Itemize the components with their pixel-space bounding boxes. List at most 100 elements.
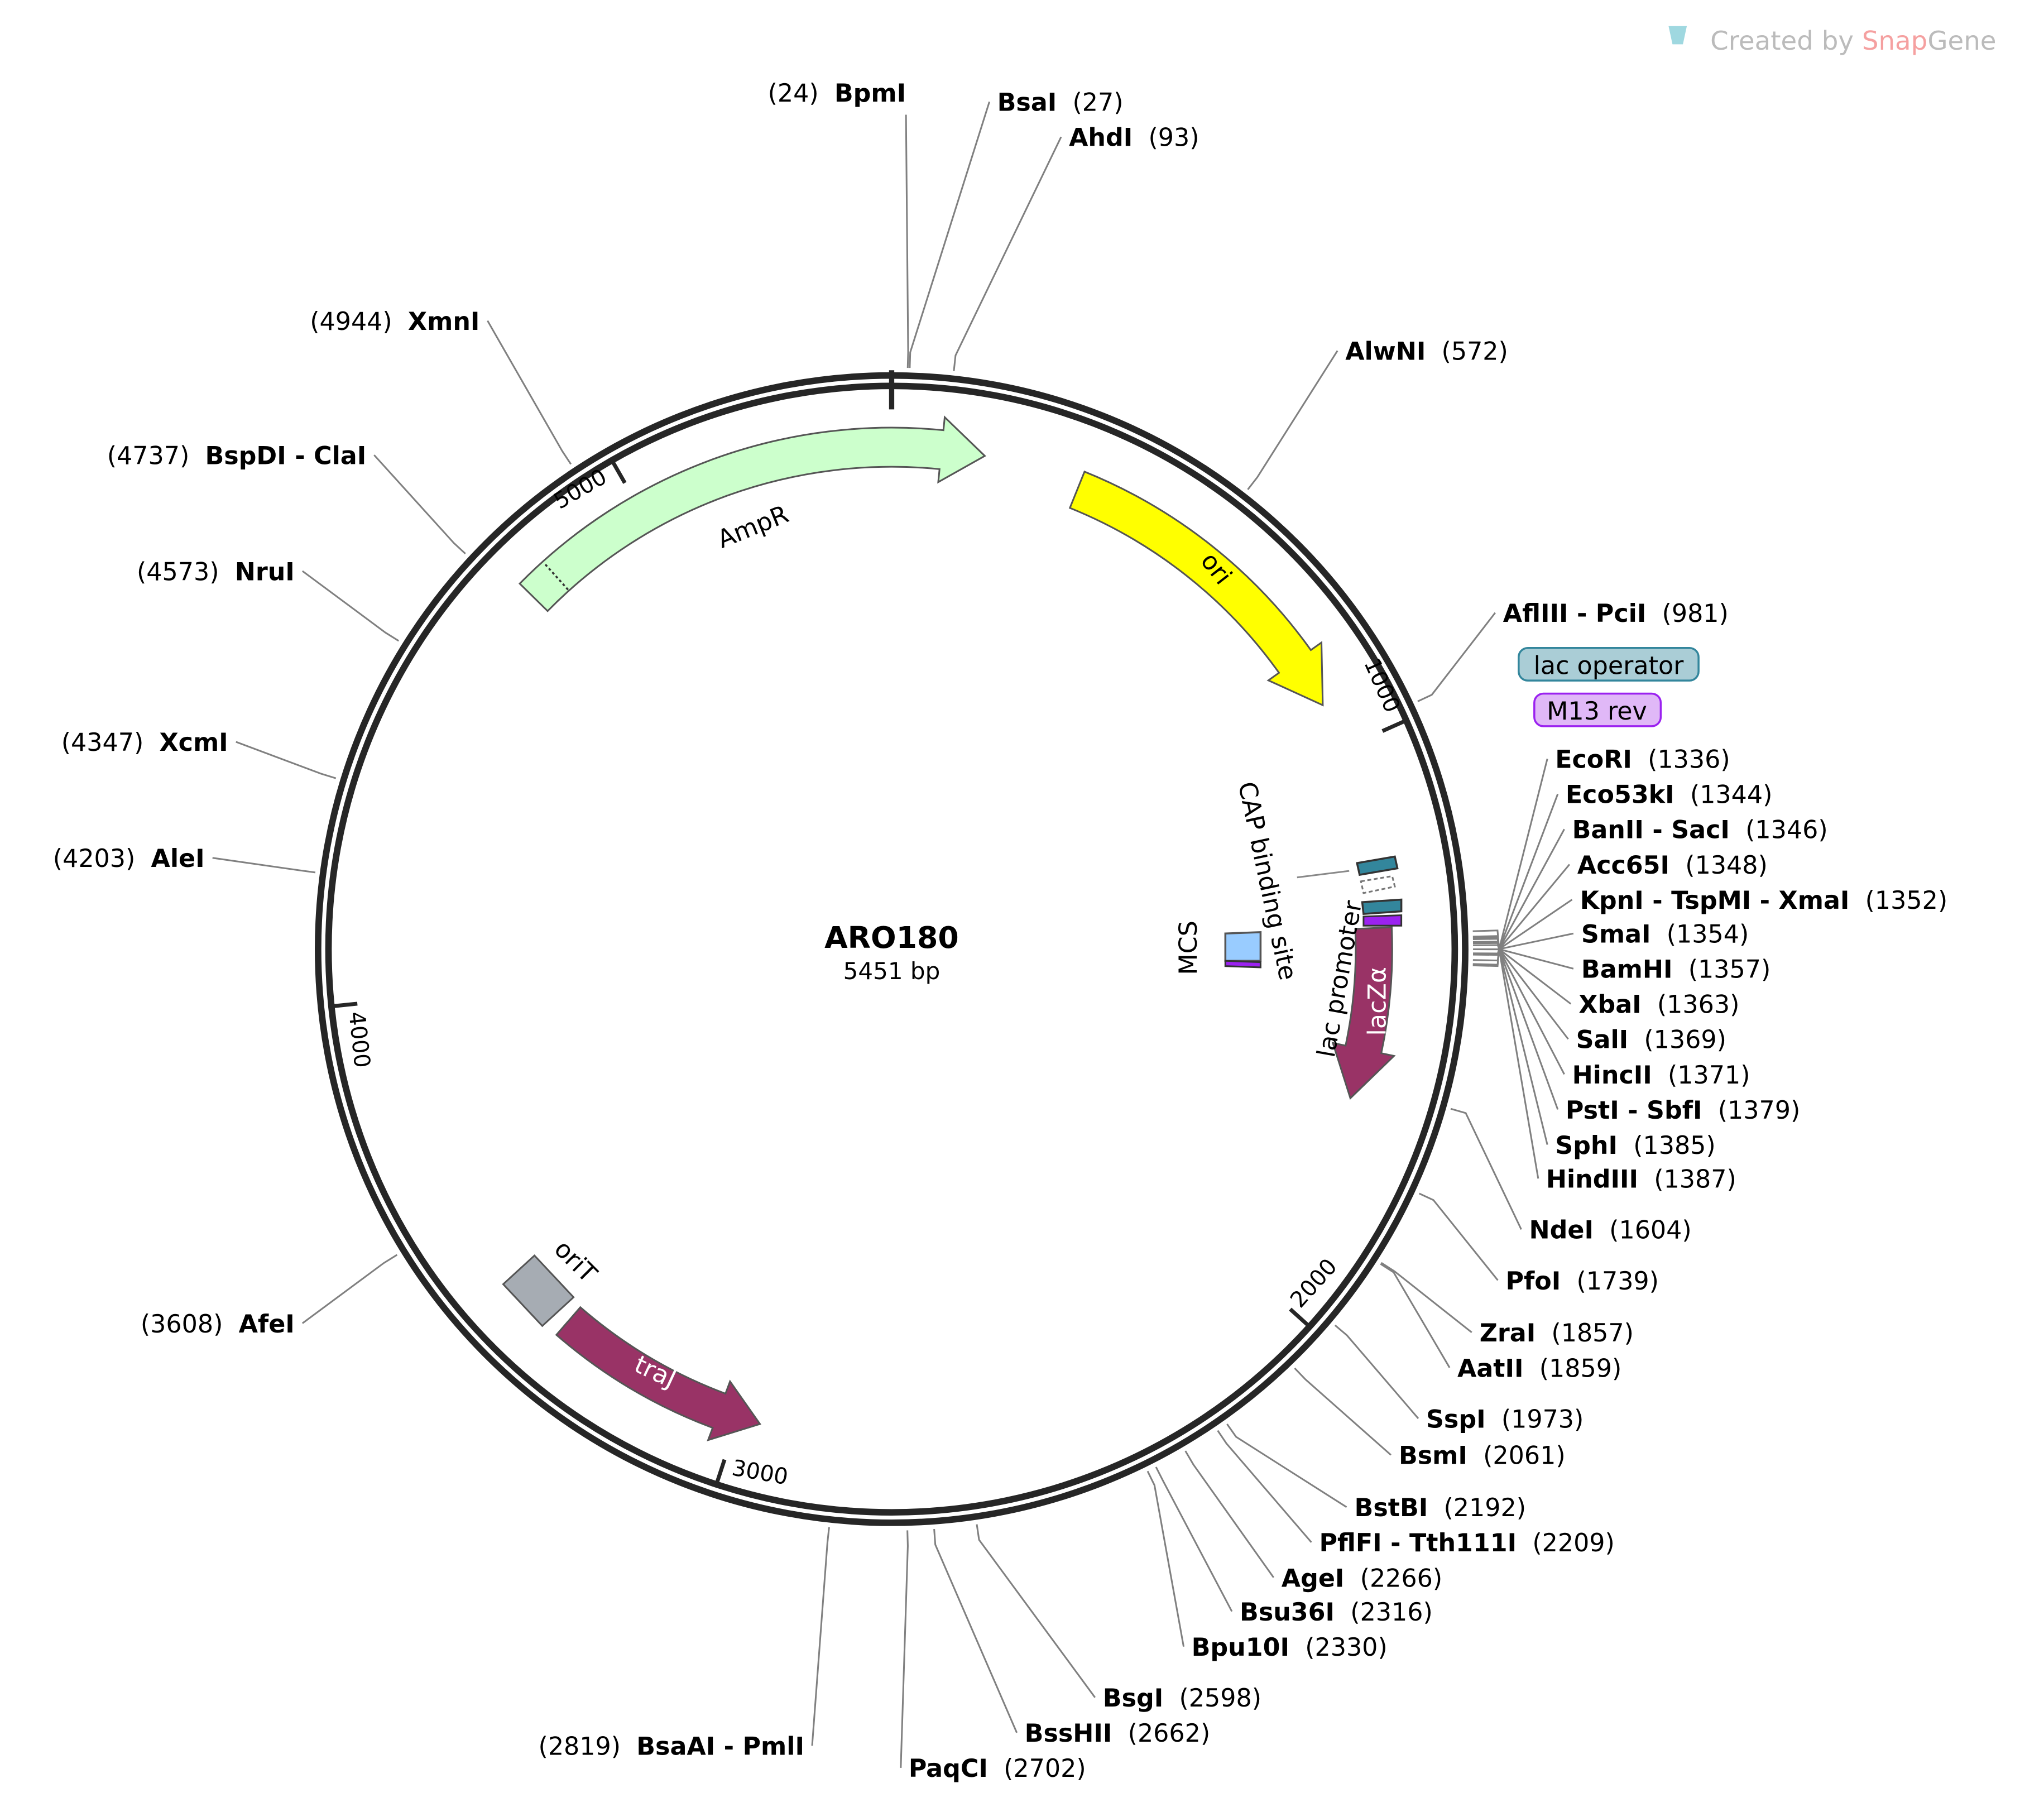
enzyme-site-label[interactable]: (4944) XmnI bbox=[310, 308, 479, 336]
feature-label-AmpR[interactable]: AmpR bbox=[713, 500, 793, 554]
enzyme-site-label[interactable]: Acc65I (1348) bbox=[1577, 851, 1768, 880]
enzyme-position-value: 1369 bbox=[1654, 1026, 1717, 1055]
enzyme-position-value: 572 bbox=[1451, 338, 1499, 366]
feature-lacZa-arrow[interactable] bbox=[1331, 926, 1396, 1100]
feature-lac-operator-box[interactable] bbox=[1356, 855, 1399, 876]
feature-traJ-arrow[interactable] bbox=[555, 1306, 761, 1441]
enzyme-site-label[interactable]: (4203) AleI bbox=[53, 845, 205, 873]
enzyme-site-label[interactable]: AatII (1859) bbox=[1457, 1354, 1621, 1383]
enzyme-site-label[interactable]: ZraI (1857) bbox=[1480, 1319, 1634, 1348]
enzyme-site-label[interactable]: (4573) NruI bbox=[137, 558, 295, 586]
enzyme-position-value: 4944 bbox=[320, 308, 383, 336]
enzyme-site-label[interactable]: AhdI (93) bbox=[1069, 124, 1199, 152]
snapgene-watermark: Created by SnapGene bbox=[1668, 26, 1997, 56]
enzyme-position: (1385) bbox=[1633, 1132, 1716, 1160]
feature-AmpR-arrow[interactable] bbox=[519, 415, 986, 612]
enzyme-position: (2702) bbox=[1004, 1755, 1086, 1783]
M13-rev-label-box[interactable] bbox=[1533, 692, 1662, 727]
enzyme-site-label[interactable]: (24) BpmI bbox=[768, 79, 906, 108]
enzyme-site-label[interactable]: Eco53kI (1344) bbox=[1566, 781, 1773, 809]
enzyme-name: BpmI bbox=[834, 79, 906, 108]
feature-lac-promoter-arrow[interactable] bbox=[1360, 875, 1396, 894]
enzyme-position: (1857) bbox=[1551, 1319, 1634, 1348]
feature-label-lacZa[interactable]: lacZα bbox=[1364, 967, 1392, 1036]
enzyme-name: AlwNI bbox=[1345, 338, 1426, 366]
feature-CAP-binding-site-box[interactable] bbox=[1361, 898, 1403, 916]
enzyme-site-label[interactable]: AlwNI (572) bbox=[1345, 338, 1508, 366]
enzyme-position-value: 2266 bbox=[1370, 1564, 1433, 1593]
enzyme-leader-line bbox=[1247, 350, 1338, 490]
M13-rev-label[interactable]: M13 rev bbox=[1547, 697, 1647, 726]
enzyme-site-label[interactable]: (4737) BspDI - ClaI bbox=[107, 442, 367, 470]
enzyme-site-label[interactable]: SmaI (1354) bbox=[1581, 921, 1749, 949]
enzyme-site-label[interactable]: PaqCI (2702) bbox=[909, 1755, 1086, 1783]
enzyme-site-label[interactable]: (4347) XcmI bbox=[61, 728, 228, 757]
feature-M13-rev-box[interactable] bbox=[1362, 914, 1403, 927]
enzyme-site-label[interactable]: BanII - SacI (1346) bbox=[1572, 816, 1828, 845]
enzyme-site-label[interactable]: AgeI (2266) bbox=[1282, 1564, 1442, 1593]
feature-oriT-box[interactable] bbox=[502, 1254, 575, 1327]
svg-text:Created by SnapGene: Created by SnapGene bbox=[1710, 26, 1996, 56]
enzyme-leader-line bbox=[1334, 1324, 1419, 1419]
enzyme-leader-line bbox=[212, 857, 316, 874]
enzyme-name: PaqCI bbox=[909, 1755, 988, 1783]
enzyme-site-label[interactable]: BsgI (2598) bbox=[1103, 1684, 1261, 1713]
enzyme-position-value: 1363 bbox=[1667, 991, 1730, 1019]
enzyme-name: XmnI bbox=[408, 308, 480, 336]
plasmid-name: ARO180 bbox=[824, 920, 959, 955]
enzyme-leader-line bbox=[976, 1524, 1096, 1698]
enzyme-leader-line bbox=[1472, 948, 1559, 1110]
enzyme-site-label[interactable]: KpnI - TspMI - XmaI (1352) bbox=[1580, 886, 1948, 915]
enzyme-leader-lines bbox=[212, 101, 1574, 1768]
enzyme-site-label[interactable]: PflFI - Tth111I (2209) bbox=[1319, 1529, 1614, 1557]
enzyme-leader-line bbox=[1472, 793, 1559, 950]
enzyme-name: ZraI bbox=[1480, 1319, 1536, 1348]
enzyme-site-label[interactable]: HincII (1371) bbox=[1572, 1061, 1750, 1090]
enzyme-site-label[interactable]: XbaI (1363) bbox=[1578, 991, 1739, 1019]
enzyme-position-value: 1739 bbox=[1586, 1267, 1649, 1296]
enzyme-position-value: 27 bbox=[1082, 89, 1114, 117]
lac-operator-label-box[interactable] bbox=[1518, 646, 1700, 682]
enzyme-site-label[interactable]: NdeI (1604) bbox=[1529, 1216, 1691, 1245]
enzyme-leader-line bbox=[1146, 1470, 1185, 1647]
enzyme-position: (2209) bbox=[1532, 1529, 1615, 1557]
enzyme-leader-line bbox=[487, 320, 572, 465]
tick-mark bbox=[334, 1001, 358, 1008]
enzyme-name: SmaI bbox=[1581, 921, 1651, 949]
enzyme-position: (1336) bbox=[1648, 746, 1730, 774]
tick-label: 2000 bbox=[1285, 1254, 1342, 1313]
enzyme-position: (1739) bbox=[1576, 1267, 1659, 1296]
enzyme-position: (981) bbox=[1662, 600, 1729, 628]
enzyme-site-label[interactable]: Bpu10I (2330) bbox=[1192, 1633, 1388, 1662]
enzyme-site-label[interactable]: SphI (1385) bbox=[1555, 1132, 1716, 1160]
feature-MCS-box[interactable] bbox=[1224, 931, 1262, 962]
enzyme-site-label[interactable]: SalI (1369) bbox=[1576, 1026, 1726, 1055]
enzyme-site-label[interactable]: BsmI (2061) bbox=[1399, 1442, 1566, 1470]
enzyme-site-label[interactable]: BssHII (2662) bbox=[1025, 1719, 1211, 1748]
enzyme-site-label[interactable]: BamHI (1357) bbox=[1581, 956, 1770, 984]
enzyme-position-value: 93 bbox=[1158, 124, 1189, 152]
lac-operator-label[interactable]: lac operator bbox=[1534, 651, 1685, 680]
enzyme-site-label[interactable]: EcoRI (1336) bbox=[1555, 746, 1730, 774]
enzyme-site-label[interactable]: HindIII (1387) bbox=[1546, 1166, 1736, 1194]
enzyme-position: (4573) bbox=[137, 558, 219, 586]
enzyme-position-value: 1348 bbox=[1695, 851, 1758, 880]
feature-ori-arrow[interactable] bbox=[1068, 470, 1324, 707]
enzyme-leader-line bbox=[1472, 948, 1539, 1179]
enzyme-name: BamHI bbox=[1581, 956, 1673, 984]
enzyme-site-label[interactable]: SspI (1973) bbox=[1426, 1405, 1584, 1434]
enzyme-site-label[interactable]: PstI - SbfI (1379) bbox=[1566, 1096, 1800, 1125]
enzyme-site-label[interactable]: AflIII - PciI (981) bbox=[1503, 600, 1729, 628]
enzyme-leader-line bbox=[1473, 947, 1569, 1040]
enzyme-site-label[interactable]: (3608) AfeI bbox=[141, 1310, 295, 1339]
enzyme-site-label[interactable]: PfoI (1739) bbox=[1505, 1267, 1659, 1296]
enzyme-site-label[interactable]: BsaI (27) bbox=[997, 89, 1124, 117]
enzyme-position: (4944) bbox=[310, 308, 392, 336]
enzyme-site-label[interactable]: BstBI (2192) bbox=[1355, 1494, 1526, 1522]
enzyme-position-value: 1857 bbox=[1561, 1319, 1624, 1348]
plasmid-length: 5451 bp bbox=[843, 957, 941, 985]
feature-label-MCS[interactable]: MCS bbox=[1174, 921, 1203, 975]
enzyme-position: (1346) bbox=[1745, 816, 1828, 845]
enzyme-site-label[interactable]: (2819) BsaAI - PmlI bbox=[539, 1733, 804, 1761]
enzyme-site-label[interactable]: Bsu36I (2316) bbox=[1240, 1598, 1433, 1627]
